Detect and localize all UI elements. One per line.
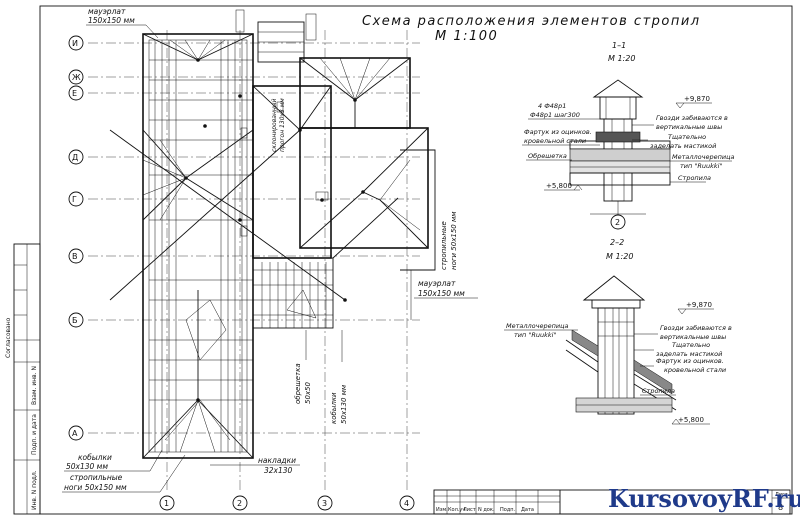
section1-rafter-label: Стропила bbox=[678, 174, 711, 182]
section1-nails-label2: вертикальные швы bbox=[656, 123, 722, 131]
mauerlat-top-size: 150х150 мм bbox=[88, 16, 135, 25]
sloping-purlin-size: прогон 130х3 мм bbox=[279, 98, 286, 152]
drawing-scale: М 1:100 bbox=[435, 29, 498, 44]
section2-nails-label2: вертикальные швы bbox=[660, 333, 726, 341]
obreshetka-size: 50х50 bbox=[304, 381, 312, 404]
kobylki-label: кобылки bbox=[78, 453, 112, 462]
section2-rafter-label: Стропила bbox=[642, 387, 675, 395]
stamp-col-izm: Изм. bbox=[436, 507, 448, 513]
axis-row-g: Г bbox=[72, 195, 77, 204]
section1-seal-label: Тщательно bbox=[668, 133, 706, 141]
axis-grid bbox=[88, 30, 420, 490]
section1-bolts-label: 4 Ф48р1 bbox=[538, 102, 566, 110]
roof-plan bbox=[109, 9, 436, 459]
mauerlat-right-size: 150х150 мм bbox=[418, 289, 465, 298]
plan-annotations: мауэрлат 150х150 мм склонированный прого… bbox=[62, 7, 478, 493]
kobylki-size: 50х130 мм bbox=[66, 462, 108, 471]
axis-row-b: Б bbox=[72, 316, 78, 325]
section1-obreshetka-label: Обрешетка bbox=[528, 152, 567, 160]
section1-level-top: +9,870 bbox=[684, 95, 710, 103]
podp-data-label: Подп. и дата bbox=[31, 414, 38, 455]
section2-seal-label2: заделать мастикой bbox=[656, 350, 722, 358]
section1-metal-type: тип "Ruukki" bbox=[680, 162, 722, 170]
axis-row-a: А bbox=[72, 429, 78, 438]
obreshetka-label: обрешетка bbox=[294, 363, 302, 404]
section2-apron-label: Фартук из оцинков. bbox=[656, 357, 724, 365]
rafter-legs-right-size: ноги 50х150 мм bbox=[450, 211, 458, 270]
title-block: Изм. Кол.уч Лист N док. Подп. Дата Лист … bbox=[433, 489, 791, 515]
nakladki-size: 32х130 bbox=[264, 466, 293, 475]
section1-axis-2: 2 bbox=[615, 218, 620, 227]
section2-title: 2–2 bbox=[610, 238, 624, 247]
axis-col-1: 1 bbox=[164, 499, 169, 508]
axis-row-e: Е bbox=[72, 89, 77, 98]
section1-nails-label: Гвозди забиваются в bbox=[656, 114, 728, 122]
kobylki-vertical-label: кобылки bbox=[330, 392, 338, 424]
section2-seal-label: Тщательно bbox=[672, 341, 710, 349]
sloping-purlin-label: склонированный bbox=[271, 98, 278, 152]
rafter-legs-bottom-size: ноги 50х150 мм bbox=[64, 483, 127, 492]
section-1-1: 1–1 М 1:20 2 4 Ф48р1 Ф48р1 шаг300 Фартук… bbox=[522, 41, 735, 230]
mauerlat-top-label: мауэрлат bbox=[88, 7, 126, 16]
col-axis-markers: 1 2 3 4 bbox=[159, 495, 415, 511]
section-2-2: 2–2 М 1:20 +9,870 Металлочерепица тип "R… bbox=[504, 238, 732, 425]
stamp-col-list: Лист bbox=[463, 507, 476, 513]
row-axis-markers: И Ж Е Д Г В Б А bbox=[68, 35, 84, 441]
rafter-legs-bottom-label: стропильные bbox=[70, 473, 123, 482]
drawing-title: Схема расположения элементов стропил bbox=[362, 14, 701, 29]
section1-bolts-step: Ф48р1 шаг300 bbox=[530, 111, 580, 119]
stamp-sheet-label: Лист bbox=[775, 492, 788, 498]
section1-title: 1–1 bbox=[612, 41, 626, 50]
axis-col-3: 3 bbox=[322, 499, 327, 508]
section1-apron-label: Фартук из оцинков. bbox=[524, 128, 592, 136]
stamp-col-data: Дата bbox=[521, 507, 534, 513]
rafter-legs-right-label: стропильные bbox=[440, 221, 448, 270]
nakladki-label: накладки bbox=[258, 456, 296, 465]
axis-row-d: Д bbox=[72, 153, 78, 162]
section2-level-top: +9,870 bbox=[686, 301, 712, 309]
inv-podl-label: Инв. N подл. bbox=[31, 470, 38, 510]
axis-row-zh: Ж bbox=[72, 73, 81, 82]
section2-level-bot: +5,800 bbox=[678, 416, 704, 424]
section1-seal-label2: заделать мастикой bbox=[650, 142, 716, 150]
stamp-col-ndok: N док. bbox=[478, 507, 495, 513]
stamp-col-podp: Подп. bbox=[500, 507, 516, 513]
section1-level-bot: +5,800 bbox=[546, 182, 572, 190]
soglasovano-label: Согласовано bbox=[5, 317, 12, 358]
mauerlat-right-label: мауэрлат bbox=[418, 279, 456, 288]
section2-metal-label: Металлочерепица bbox=[506, 322, 569, 330]
stamp-sheet-number: 8 bbox=[778, 503, 783, 512]
section2-apron-label2: кровельной стали bbox=[664, 366, 726, 374]
section2-scale: М 1:20 bbox=[606, 252, 633, 261]
sheet-frame bbox=[39, 5, 793, 515]
section1-apron-label2: кровельной стали bbox=[524, 137, 586, 145]
section1-metal-label: Металлочерепица bbox=[672, 153, 735, 161]
kobylki-vertical-size: 50х130 мм bbox=[340, 384, 348, 424]
watermark-logo: KursovoyRF.ru bbox=[608, 484, 800, 513]
stamp-col-kolych: Кол.уч bbox=[448, 507, 465, 513]
section2-nails-label: Гвозди забиваются в bbox=[660, 324, 732, 332]
left-signature-strip: Согласовано Взам. инв. N Подп. и дата Ин… bbox=[5, 243, 41, 515]
section2-metal-type: тип "Ruukki" bbox=[514, 331, 556, 339]
axis-row-v: В bbox=[72, 252, 78, 261]
axis-row-i: И bbox=[72, 39, 78, 48]
axis-col-2: 2 bbox=[237, 499, 242, 508]
axis-col-4: 4 bbox=[404, 499, 409, 508]
section1-scale: М 1:20 bbox=[608, 54, 635, 63]
vzam-inv-label: Взам. инв. N bbox=[31, 366, 38, 405]
